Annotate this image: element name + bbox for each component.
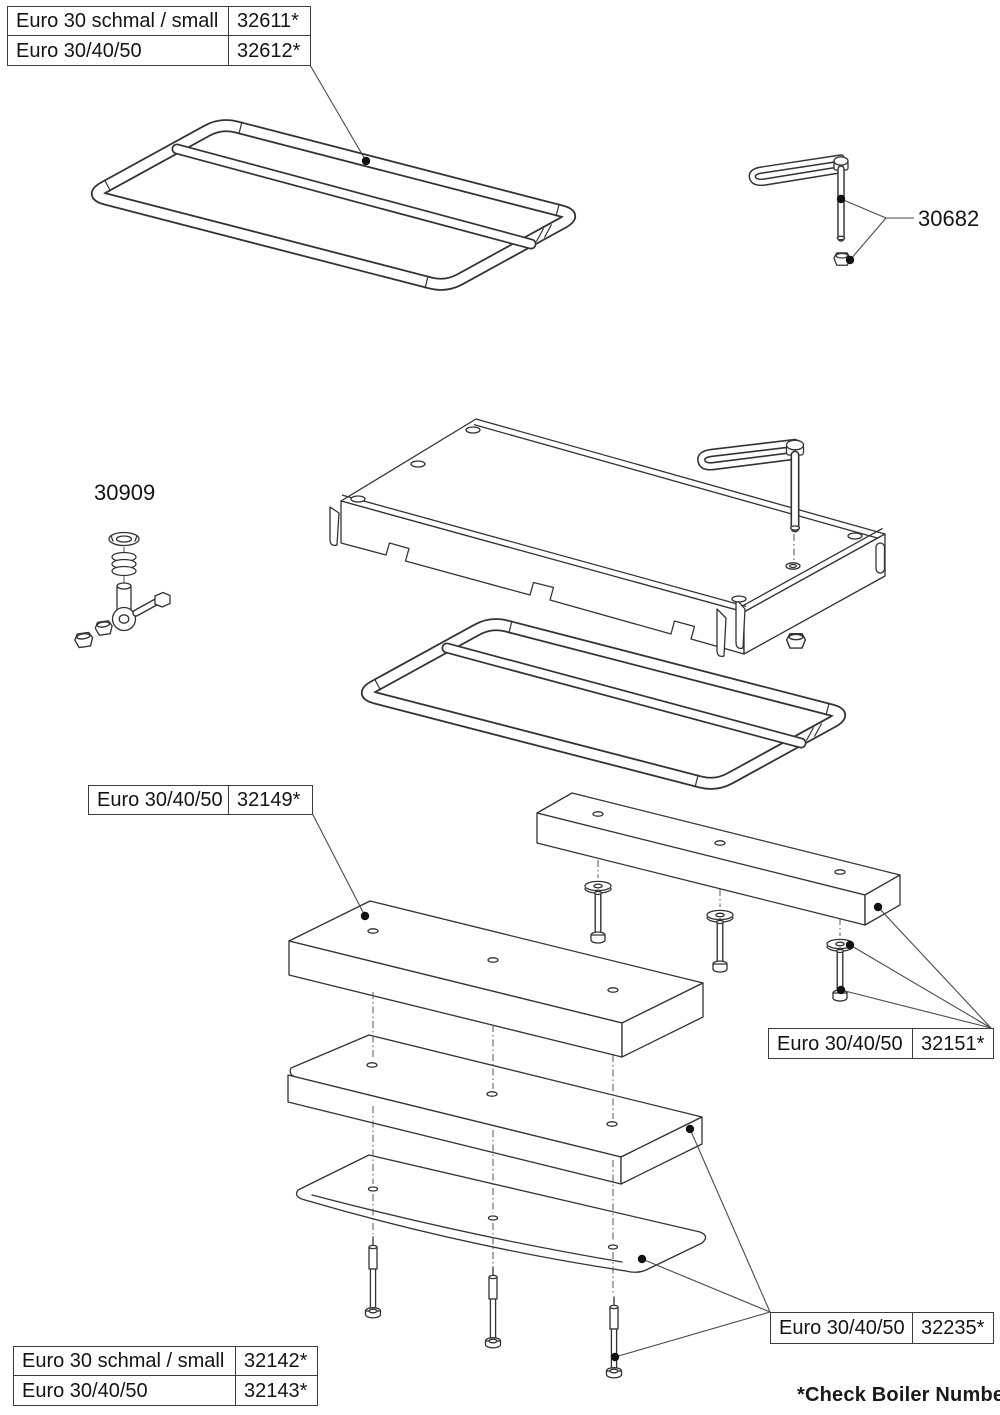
insulation-block-top <box>288 900 704 1058</box>
table-cell-model: Euro 30/40/50 <box>771 1313 913 1343</box>
table-cell-model: Euro 30/40/50 <box>8 36 229 65</box>
parts-table-top-frame: Euro 30 schmal / small 32611* Euro 30/40… <box>7 6 311 66</box>
base-sheet-part <box>295 1154 707 1273</box>
table-cell-part: 32149* <box>237 789 301 811</box>
leader-lines <box>309 64 992 1362</box>
table-cell-part: 32611* <box>229 7 310 36</box>
lid-plate-assembly <box>329 418 886 658</box>
tube-frame-top <box>97 122 569 289</box>
long-bolt-1 <box>364 1236 382 1319</box>
table-cell-part: 32612* <box>237 39 301 62</box>
tube-frame-lower <box>367 621 839 788</box>
valve-nut-1 <box>93 619 114 637</box>
part-number-30682: 30682 <box>918 206 980 231</box>
long-bolt-2 <box>484 1266 502 1349</box>
table-cell-part: 32235* <box>921 1317 985 1339</box>
plate-front-skirt <box>340 500 745 655</box>
parts-table-32151: Euro 30/40/50 32151* <box>768 1028 994 1059</box>
parts-table-32235: Euro 30/40/50 32235* <box>770 1312 994 1344</box>
washer-bolt-set-2 <box>707 889 733 972</box>
valve-assembly-part <box>73 531 171 649</box>
table-cell-part: 32142* <box>236 1347 317 1376</box>
carry-handle-part <box>748 154 851 266</box>
table-cell-model: Euro 30 schmal / small <box>8 7 229 36</box>
center-lines <box>372 992 614 1294</box>
part-number-30909: 30909 <box>94 480 156 505</box>
valve-nut-2 <box>73 631 95 649</box>
check-boiler-number-note: *Check Boiler Number <box>797 1384 1000 1406</box>
plate-nut <box>785 633 807 649</box>
table-cell-model: Euro 30/40/50 <box>769 1029 913 1058</box>
table-cell-part: 32143* <box>244 1379 308 1402</box>
table-cell-model: Euro 30/40/50 <box>89 786 229 814</box>
table-cell-part: 32151* <box>921 1032 985 1055</box>
long-bolt-3 <box>605 1296 623 1379</box>
table-cell-model: Euro 30 schmal / small <box>14 1347 236 1376</box>
table-cell-model: Euro 30/40/50 <box>14 1376 236 1405</box>
parts-table-bottom-bolts: Euro 30 schmal / small 32142* Euro 30/40… <box>13 1346 318 1406</box>
washer-bolt-set-1 <box>585 860 611 943</box>
insulation-block-middle <box>287 1034 703 1185</box>
parts-table-32149: Euro 30/40/50 32149* <box>88 785 313 815</box>
mounting-bar-part <box>536 792 901 926</box>
